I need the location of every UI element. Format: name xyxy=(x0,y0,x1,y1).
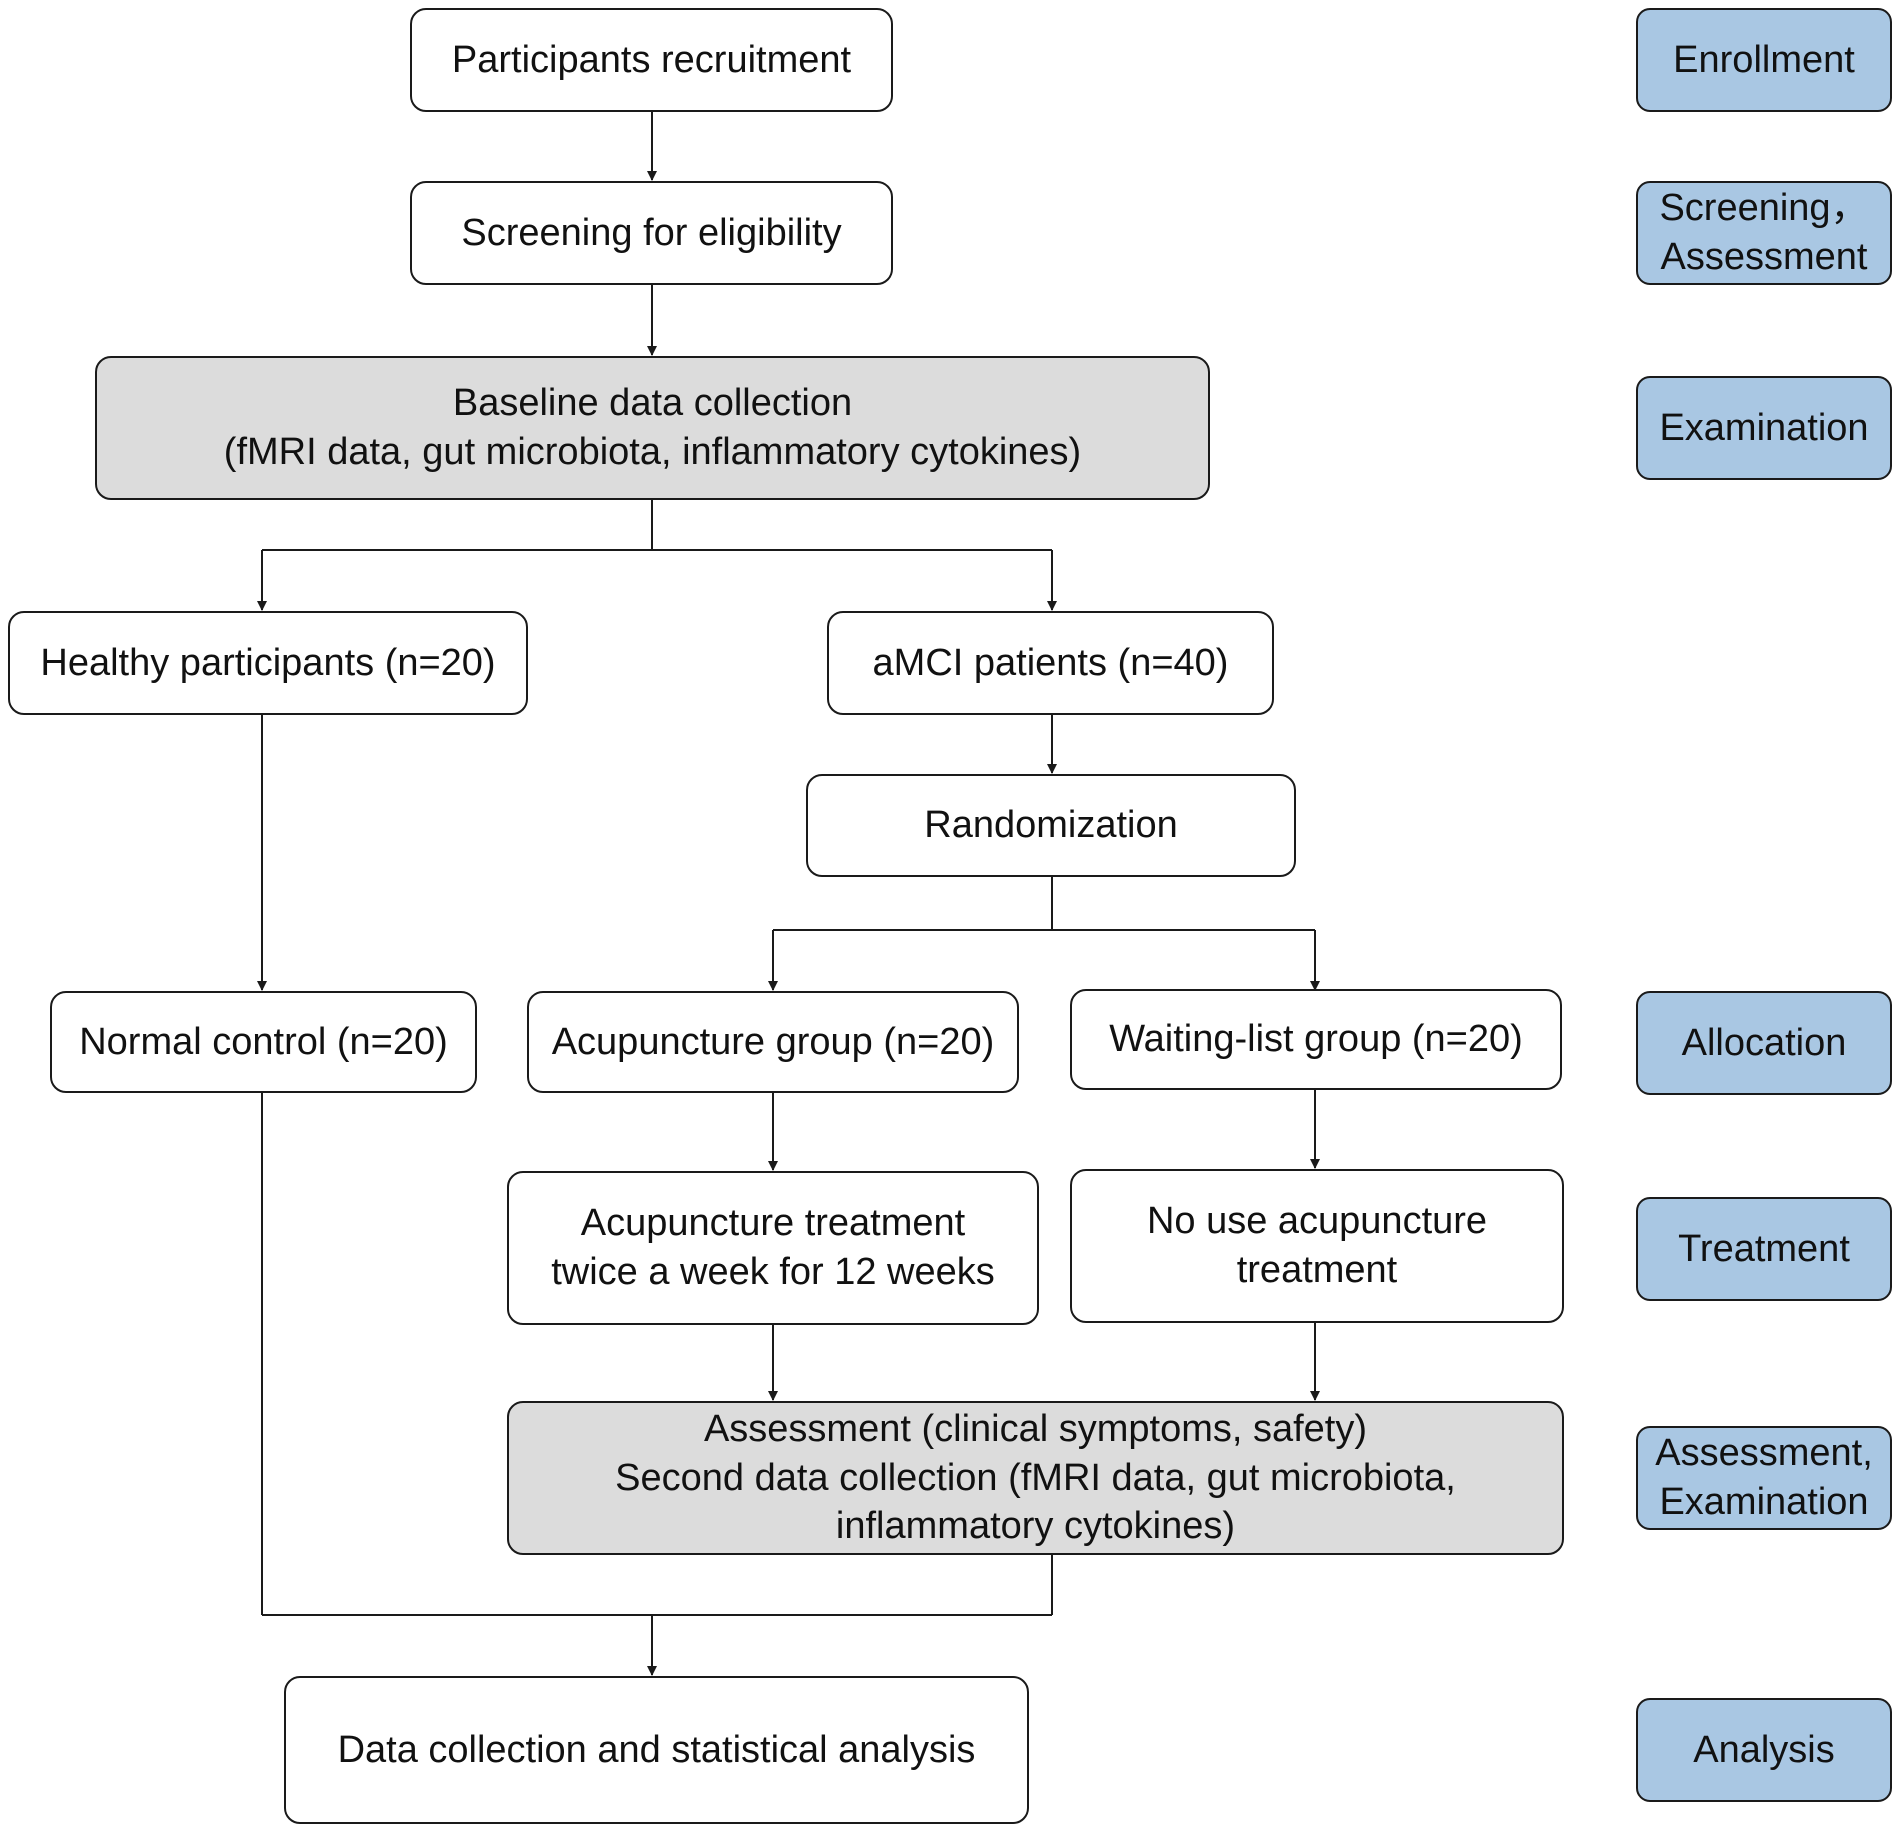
stage-enrollment-text: Enrollment xyxy=(1673,38,1855,81)
connector-randomization-split xyxy=(773,877,1053,931)
stage-screening-assessment-text: Screening， Assessment xyxy=(1659,187,1869,278)
acupuncture-treatment-node: Acupuncture treatment twice a week for 1… xyxy=(507,1171,1039,1325)
stage-allocation-text: Allocation xyxy=(1681,1021,1847,1064)
connector-baseline-split xyxy=(262,500,653,551)
statistical-analysis-node: Data collection and statistical analysis xyxy=(284,1676,1029,1824)
healthy-participants-text: Healthy participants (n=20) xyxy=(40,641,496,684)
waiting-list-group-node: Waiting-list group (n=20) xyxy=(1070,989,1562,1090)
stage-assessment-examination-text: Assessment, Examination xyxy=(1655,1432,1873,1523)
stage-enrollment-label: Enrollment xyxy=(1636,8,1892,112)
stage-treatment-text: Treatment xyxy=(1678,1227,1850,1270)
no-acupuncture-treatment-node: No use acupuncture treatment xyxy=(1070,1169,1564,1323)
acupuncture-treatment-text: Acupuncture treatment twice a week for 1… xyxy=(551,1202,995,1293)
screening-node: Screening for eligibility xyxy=(410,181,893,285)
stage-treatment-label: Treatment xyxy=(1636,1197,1892,1301)
baseline-data-collection-text: Baseline data collection (fMRI data, gut… xyxy=(223,382,1082,473)
acupuncture-group-text: Acupuncture group (n=20) xyxy=(551,1020,995,1063)
second-data-collection-text: Assessment (clinical symptoms, safety) S… xyxy=(615,1408,1456,1548)
second-data-collection-node: Assessment (clinical symptoms, safety) S… xyxy=(507,1401,1564,1555)
randomization-text: Randomization xyxy=(924,804,1178,847)
participants-recruitment-node: Participants recruitment xyxy=(410,8,893,112)
stage-screening-assessment-label: Screening， Assessment xyxy=(1636,181,1892,285)
amci-patients-node: aMCI patients (n=40) xyxy=(827,611,1274,715)
stage-examination-text: Examination xyxy=(1659,406,1869,449)
healthy-participants-node: Healthy participants (n=20) xyxy=(8,611,528,715)
waiting-list-group-text: Waiting-list group (n=20) xyxy=(1109,1018,1523,1061)
acupuncture-group-node: Acupuncture group (n=20) xyxy=(527,991,1019,1093)
participants-recruitment-text: Participants recruitment xyxy=(451,38,852,81)
stage-allocation-label: Allocation xyxy=(1636,991,1892,1095)
stage-analysis-text: Analysis xyxy=(1693,1728,1835,1771)
baseline-data-collection-node: Baseline data collection (fMRI data, gut… xyxy=(95,356,1210,500)
no-acupuncture-treatment-text: No use acupuncture treatment xyxy=(1146,1200,1488,1291)
stage-examination-label: Examination xyxy=(1636,376,1892,480)
stage-assessment-examination-label: Assessment, Examination xyxy=(1636,1426,1892,1530)
screening-text: Screening for eligibility xyxy=(461,211,842,254)
normal-control-text: Normal control (n=20) xyxy=(79,1020,448,1063)
randomization-node: Randomization xyxy=(806,774,1296,877)
amci-patients-text: aMCI patients (n=40) xyxy=(872,641,1229,684)
statistical-analysis-text: Data collection and statistical analysis xyxy=(337,1728,976,1771)
stage-analysis-label: Analysis xyxy=(1636,1698,1892,1802)
normal-control-node: Normal control (n=20) xyxy=(50,991,477,1093)
